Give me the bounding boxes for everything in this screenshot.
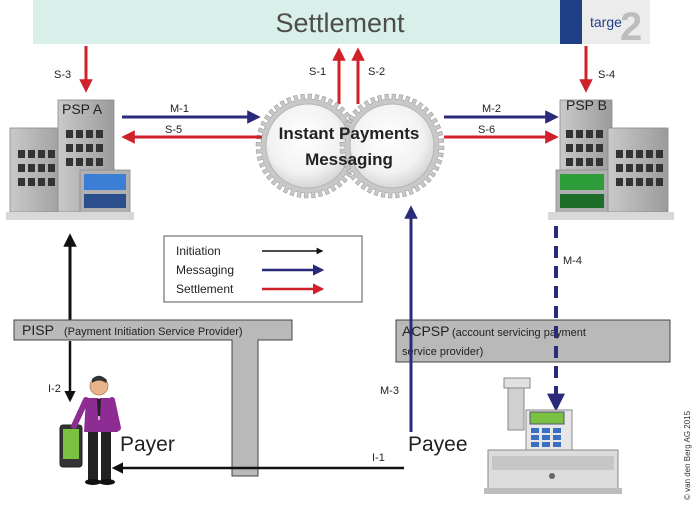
gear-right-icon: [339, 93, 445, 199]
label-m3: M-3: [380, 385, 399, 397]
psp-b-label: PSP B: [566, 97, 607, 113]
payee-label: Payee: [408, 433, 468, 456]
psp-a-building-icon: [6, 99, 134, 220]
logo-panel: [582, 0, 650, 44]
hub-title-line2: Messaging: [305, 150, 393, 169]
label-s4: S-4: [598, 69, 615, 81]
legend-label-messaging: Messaging: [176, 263, 234, 277]
settlement-banner: Settlement: [33, 0, 560, 44]
logo-blue-bar: [560, 0, 582, 44]
acpsp-abbr: ACPSP: [402, 323, 449, 339]
logo-text: targe: [590, 14, 622, 30]
gear-left-icon: [255, 93, 361, 199]
label-s3: S-3: [54, 69, 71, 81]
legend-label-settlement: Settlement: [176, 282, 234, 296]
label-i1: I-1: [372, 452, 385, 464]
target2-logo: targe 2: [560, 0, 650, 49]
psp-a-label: PSP A: [62, 101, 103, 117]
payer-label: Payer: [120, 433, 175, 456]
pisp-full-name: (Payment Initiation Service Provider): [64, 326, 243, 338]
label-i2: I-2: [48, 383, 61, 395]
label-s5: S-5: [165, 124, 182, 136]
copyright-text: © van den Berg AG 2015: [683, 410, 692, 500]
pisp-box: [13, 319, 293, 477]
label-m2: M-2: [482, 103, 501, 115]
label-s2: S-2: [368, 66, 385, 78]
pisp-abbr: PISP: [22, 322, 54, 338]
payer-person-icon: [59, 375, 121, 485]
settlement-bar: [33, 0, 560, 44]
label-m4: M-4: [563, 255, 582, 267]
settlement-title: Settlement: [275, 8, 405, 38]
hub-title-line1: Instant Payments: [279, 124, 420, 143]
acpsp-full-line1: (account servicing payment: [452, 327, 586, 339]
acpsp-box: [395, 319, 671, 363]
psp-b-building-icon: [548, 99, 674, 220]
cash-register-icon: [484, 377, 622, 494]
legend: Initiation Messaging Settlement: [163, 235, 363, 303]
logo-mark: 2: [620, 5, 642, 49]
label-s1: S-1: [309, 66, 326, 78]
acpsp-full-line2: service provider): [402, 346, 483, 358]
label-s6: S-6: [478, 124, 495, 136]
label-m1: M-1: [170, 103, 189, 115]
legend-label-initiation: Initiation: [176, 244, 221, 258]
